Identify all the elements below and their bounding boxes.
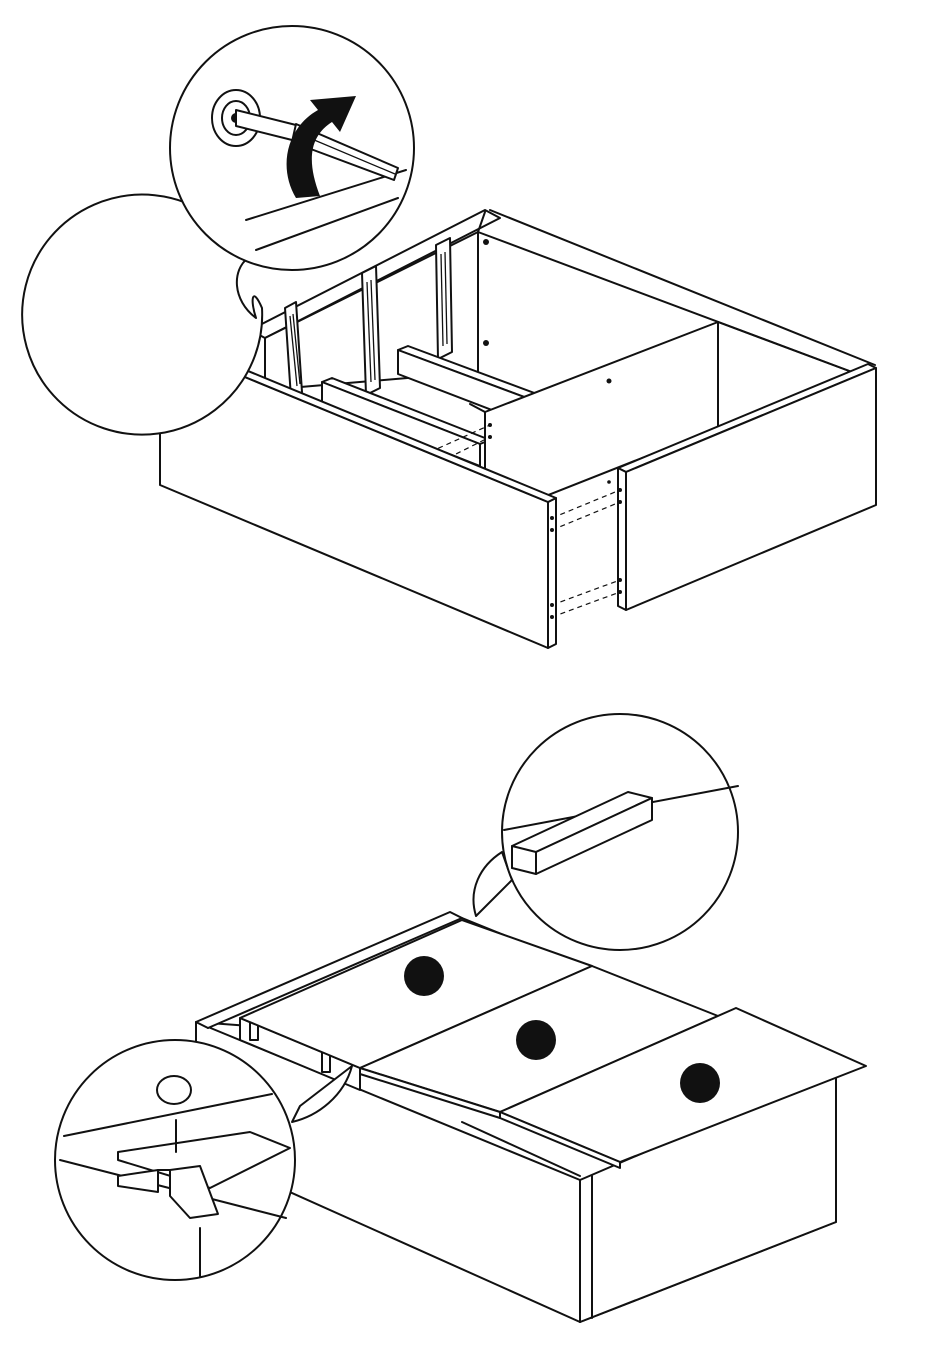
- pin-head-icon: [157, 1076, 191, 1104]
- board-marker-1: [404, 956, 444, 996]
- detail-callout-stop-block: [474, 714, 738, 950]
- step-insert-bottom-boards: [55, 714, 866, 1322]
- board-marker-2: [516, 1020, 556, 1060]
- board-marker-3: [680, 1063, 720, 1103]
- drawer-slide-middle: [362, 266, 380, 395]
- step-attach-front-panels: [22, 26, 876, 648]
- drawer-slide-right: [436, 238, 452, 359]
